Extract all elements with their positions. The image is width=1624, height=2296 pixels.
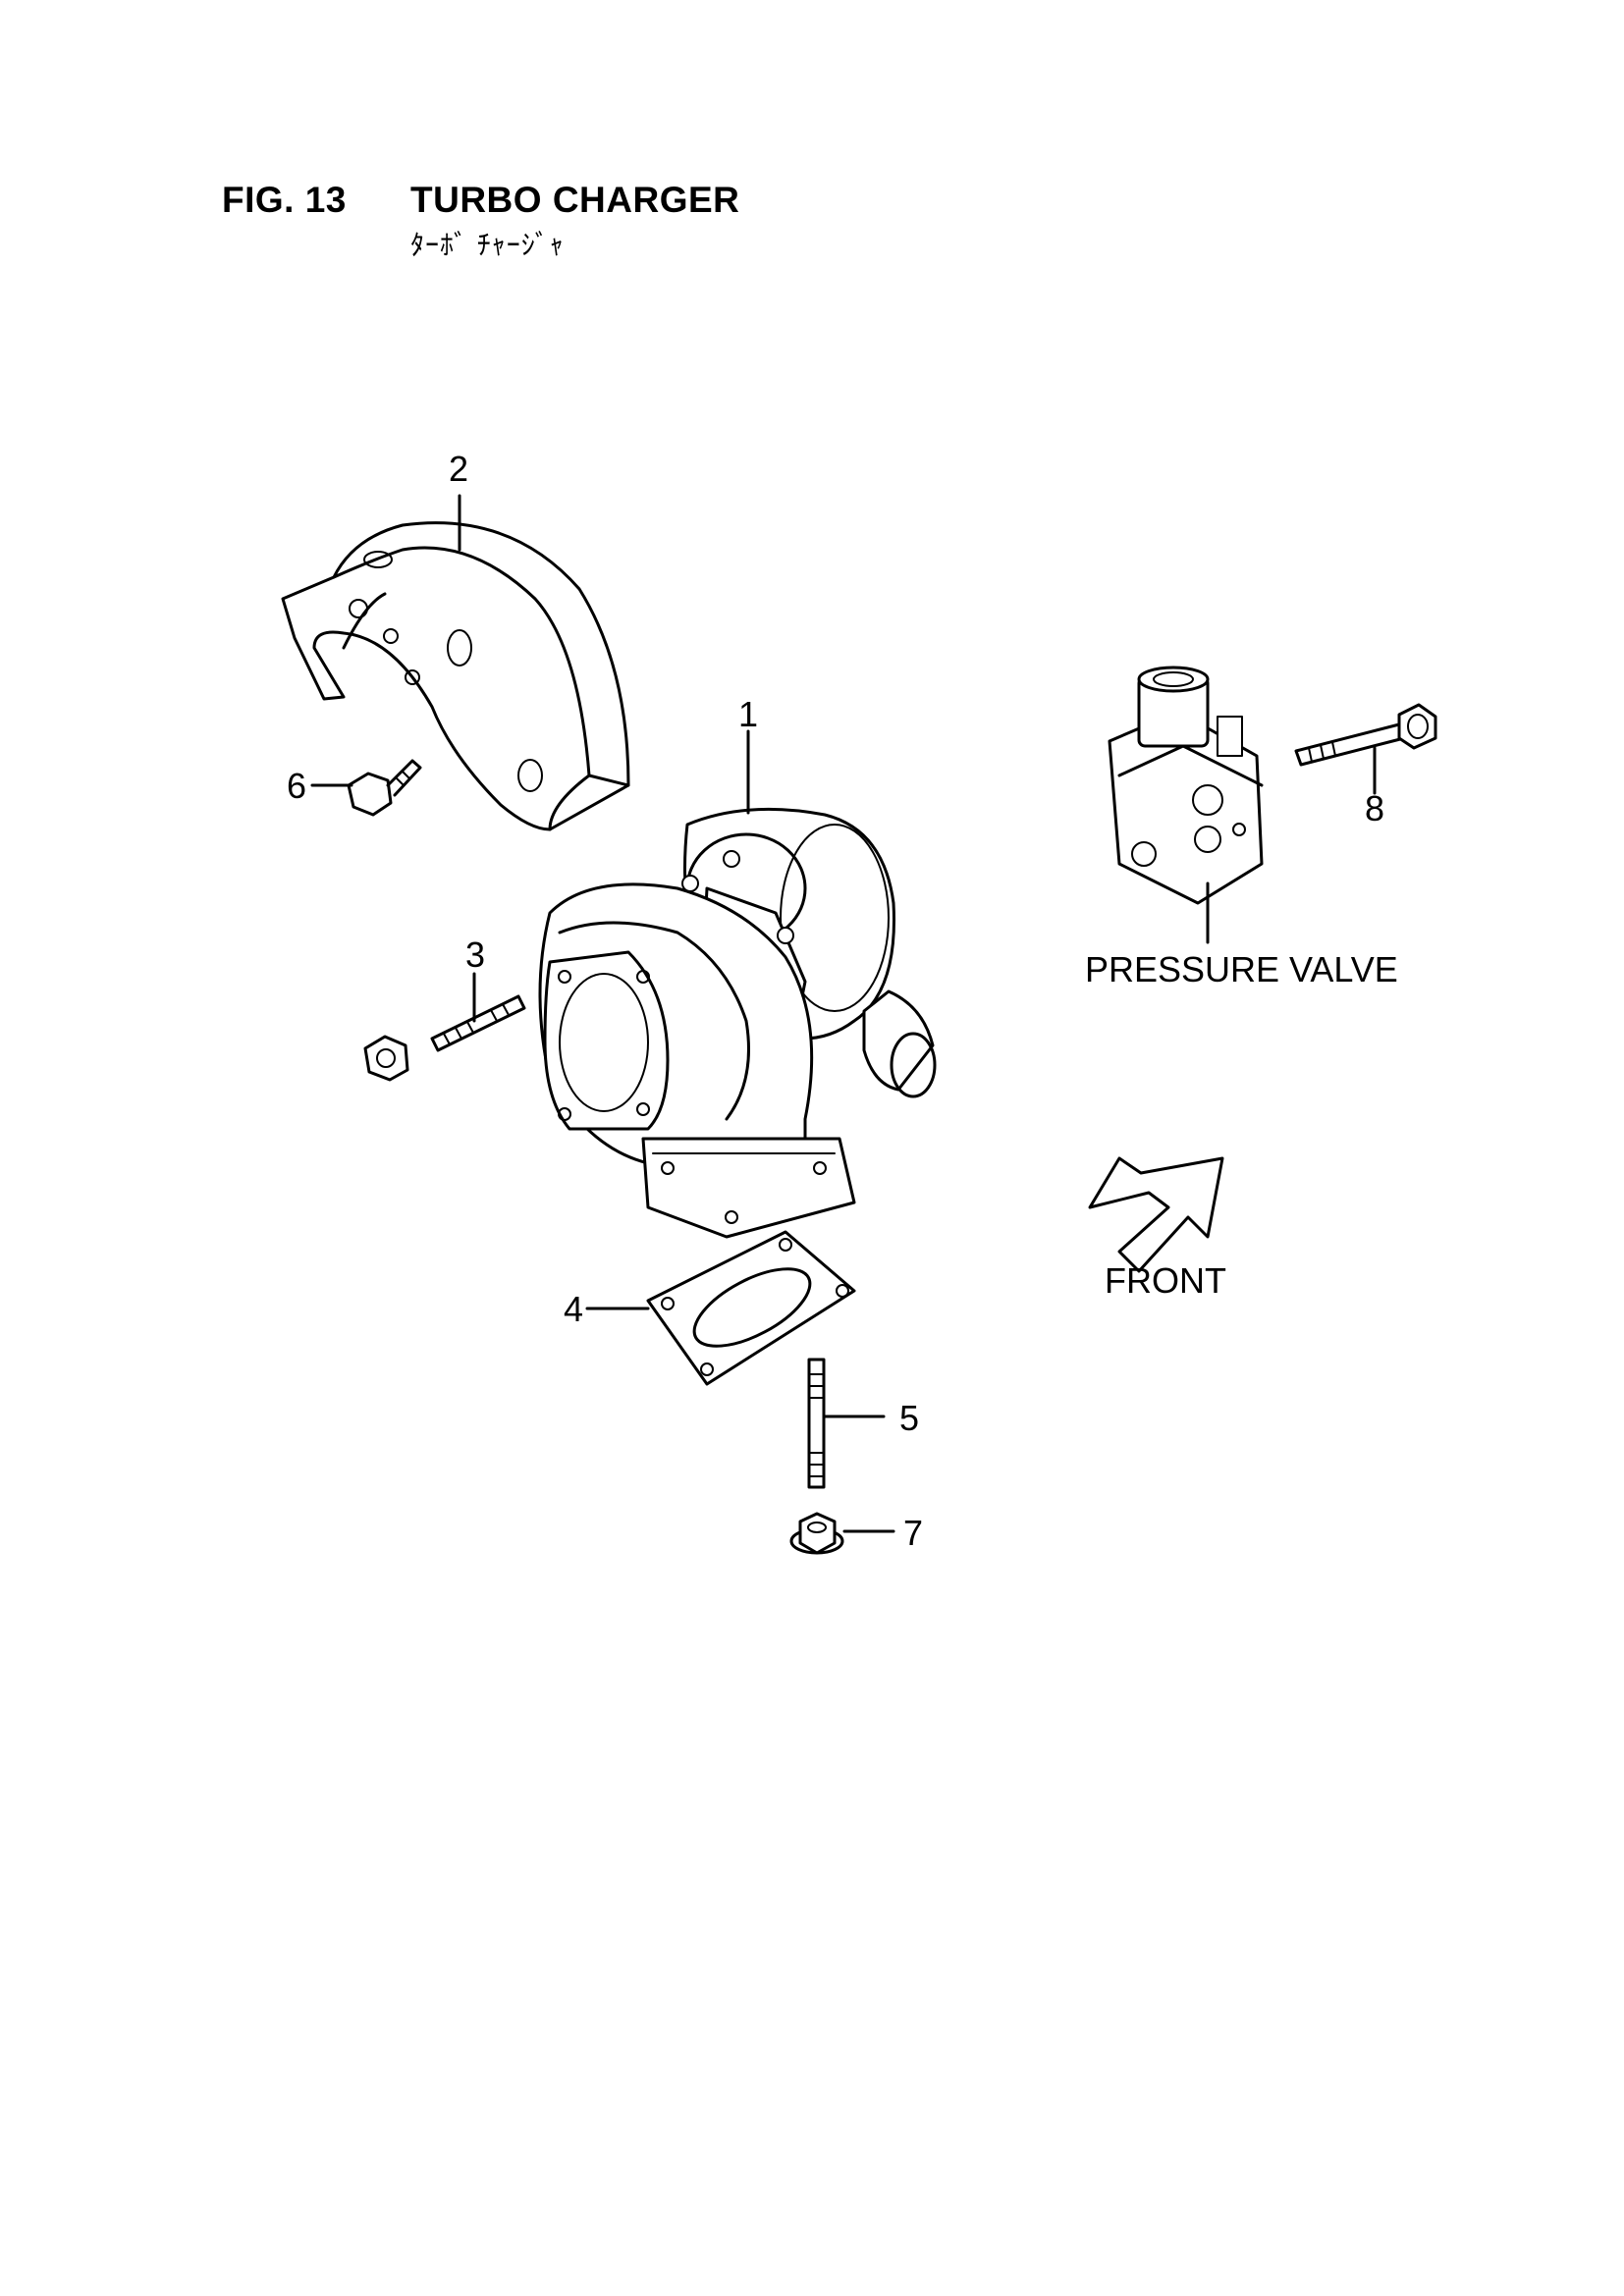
front-arrow-icon bbox=[1088, 1156, 1224, 1273]
callout-6: 6 bbox=[287, 766, 307, 806]
figure-title: TURBO CHARGER bbox=[410, 180, 740, 220]
stud-nut-part bbox=[363, 994, 526, 1082]
callout-4: 4 bbox=[564, 1289, 584, 1329]
turbocharger-part bbox=[538, 807, 937, 1239]
figure-number: FIG. 13 bbox=[222, 180, 347, 220]
bolt-part bbox=[347, 759, 422, 817]
heat-shield-part bbox=[281, 521, 630, 831]
callout-3: 3 bbox=[465, 934, 486, 975]
callout-8: 8 bbox=[1365, 788, 1385, 828]
pressure-valve-label: PRESSURE VALVE bbox=[1085, 949, 1398, 989]
callout-7: 7 bbox=[903, 1513, 924, 1553]
callout-1: 1 bbox=[738, 694, 759, 734]
stud-part bbox=[807, 1358, 826, 1489]
flange-nut-part bbox=[789, 1512, 844, 1555]
front-label: FRONT bbox=[1105, 1260, 1226, 1301]
figure-subtitle: ﾀｰﾎﾞ ﾁｬｰｼﾞｬ bbox=[410, 230, 565, 260]
callout-5: 5 bbox=[899, 1398, 920, 1438]
callout-2: 2 bbox=[449, 449, 469, 489]
valve-bolt-part bbox=[1294, 703, 1437, 767]
gasket-part bbox=[646, 1230, 856, 1386]
pressure-valve-part bbox=[1108, 666, 1264, 905]
